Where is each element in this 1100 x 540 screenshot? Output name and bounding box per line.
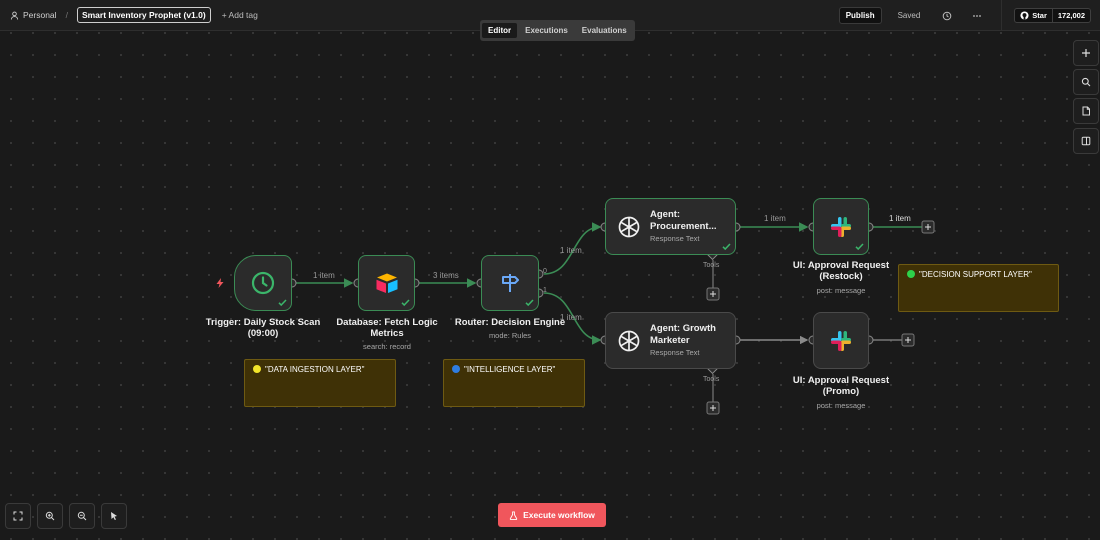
node-agent-growth-subtitle: Response Text	[650, 348, 700, 357]
router-output-0-label: 0	[543, 268, 547, 275]
airtable-icon	[375, 272, 399, 294]
node-agent-procurement-subtitle: Response Text	[650, 234, 700, 243]
openai-icon	[617, 215, 641, 244]
saved-status: Saved	[897, 11, 921, 20]
tab-editor[interactable]: Editor	[482, 23, 518, 38]
signpost-icon	[499, 272, 521, 294]
github-star-button[interactable]: Star 172,002	[1014, 8, 1091, 23]
wire-label-restock-out: 1 item	[889, 214, 911, 223]
success-check-icon	[401, 299, 410, 307]
node-ui-restock-subtitle: post: message	[816, 286, 866, 295]
add-tag-button[interactable]: + Add tag	[221, 10, 258, 20]
wire-label-trigger-db: 1 item	[313, 271, 335, 280]
add-after-promo-button[interactable]	[901, 333, 915, 347]
workflow-name[interactable]: Smart Inventory Prophet (v1.0)	[76, 7, 211, 23]
node-agent-procurement[interactable]: Agent: Procurement... Response Text	[605, 198, 736, 255]
panel-icon	[1081, 136, 1091, 146]
sticky-decision-support[interactable]: "DECISION SUPPORT LAYER"	[898, 264, 1059, 312]
node-router-subtitle: mode: Rules	[488, 331, 532, 340]
node-agent-procurement-title: Agent: Procurement...	[650, 209, 717, 232]
router-output-1-label: 1	[543, 287, 547, 294]
success-check-icon	[278, 299, 287, 307]
node-database-subtitle: search: record	[363, 342, 411, 351]
node-ui-promo-subtitle: post: message	[816, 401, 866, 410]
workspace-breadcrumb[interactable]: Personal	[10, 10, 57, 20]
node-trigger-title: Trigger: Daily Stock Scan (09:00)	[205, 317, 321, 339]
openai-icon	[617, 329, 641, 358]
view-tabs: Editor Executions Evaluations	[480, 20, 635, 41]
workspace-label: Personal	[23, 10, 57, 20]
history-icon[interactable]	[941, 10, 953, 22]
search-button[interactable]	[1073, 69, 1099, 95]
slack-icon	[830, 216, 852, 238]
tab-executions[interactable]: Executions	[525, 26, 568, 35]
search-icon	[1081, 77, 1091, 87]
trigger-bolt-icon	[216, 278, 224, 288]
node-ui-restock[interactable]	[813, 198, 869, 255]
add-tool-growth-button[interactable]	[706, 401, 720, 415]
yellow-dot-icon	[253, 365, 261, 373]
github-star: Star	[1015, 9, 1053, 22]
sticky-intelligence[interactable]: "INTELLIGENCE LAYER"	[443, 359, 585, 407]
fit-view-button[interactable]	[5, 503, 31, 529]
plus-icon	[1082, 49, 1090, 57]
flask-icon	[509, 510, 518, 520]
wire-label-db-router: 3 items	[433, 271, 459, 280]
toggle-panel-button[interactable]	[1073, 128, 1099, 154]
fit-view-icon	[13, 511, 23, 521]
publish-button[interactable]: Publish	[838, 7, 882, 24]
connection-router-procurement[interactable]	[543, 222, 602, 275]
zoom-out-icon	[77, 511, 87, 521]
sticky-data-ingestion[interactable]: "DATA INGESTION LAYER"	[244, 359, 396, 407]
slack-icon	[830, 330, 852, 352]
node-database[interactable]	[358, 255, 415, 311]
node-ui-promo-title: UI: Approval Request (Promo)	[792, 375, 890, 397]
note-icon	[1082, 106, 1090, 116]
breadcrumb-separator: /	[65, 10, 68, 20]
node-database-title: Database: Fetch Logic Metrics	[336, 317, 438, 339]
github-star-label: Star	[1032, 11, 1047, 20]
wire-label-procurement-restock: 1 item	[764, 214, 786, 223]
tab-evaluations[interactable]: Evaluations	[581, 26, 627, 35]
wire-label-router-growth: 1 item	[560, 313, 582, 322]
node-ui-restock-title: UI: Approval Request (Restock)	[792, 260, 890, 282]
github-icon	[1020, 11, 1029, 20]
github-star-area: Star 172,002	[1001, 0, 1100, 31]
add-node-button[interactable]	[1073, 40, 1099, 66]
sticky-data-ingestion-text: "DATA INGESTION LAYER"	[265, 365, 365, 374]
sticky-intelligence-text: "INTELLIGENCE LAYER"	[464, 365, 556, 374]
add-tool-procurement-button[interactable]	[706, 287, 720, 301]
select-mode-button[interactable]	[101, 503, 127, 529]
zoom-out-button[interactable]	[69, 503, 95, 529]
green-dot-icon	[907, 270, 915, 278]
success-check-icon	[525, 299, 534, 307]
wire-label-router-procurement: 1 item	[560, 246, 582, 255]
sticky-decision-support-text: "DECISION SUPPORT LAYER"	[919, 270, 1032, 279]
connection-router-growth[interactable]	[543, 292, 602, 345]
tools-label-growth: Tools	[703, 376, 720, 383]
clock-icon	[251, 271, 275, 295]
more-options-icon[interactable]	[971, 10, 983, 22]
github-star-count: 172,002	[1057, 11, 1085, 20]
cursor-icon	[111, 512, 117, 520]
add-after-restock-button[interactable]	[921, 220, 935, 234]
execute-workflow-button[interactable]: Execute workflow	[498, 503, 606, 527]
zoom-in-button[interactable]	[37, 503, 63, 529]
user-icon	[10, 11, 19, 20]
node-agent-growth[interactable]: Agent: Growth Marketer Response Text	[605, 312, 736, 369]
success-check-icon	[855, 243, 864, 251]
execute-workflow-label: Execute workflow	[523, 510, 595, 520]
blue-dot-icon	[452, 365, 460, 373]
node-trigger[interactable]	[234, 255, 292, 311]
node-router[interactable]	[481, 255, 539, 311]
node-agent-growth-title: Agent: Growth Marketer	[650, 323, 716, 346]
node-ui-promo[interactable]	[813, 312, 869, 369]
node-router-title: Router: Decision Engine	[454, 317, 566, 328]
sticky-note-button[interactable]	[1073, 98, 1099, 124]
success-check-icon	[722, 243, 731, 251]
zoom-in-icon	[45, 511, 55, 521]
tools-label-procurement: Tools	[703, 262, 720, 269]
